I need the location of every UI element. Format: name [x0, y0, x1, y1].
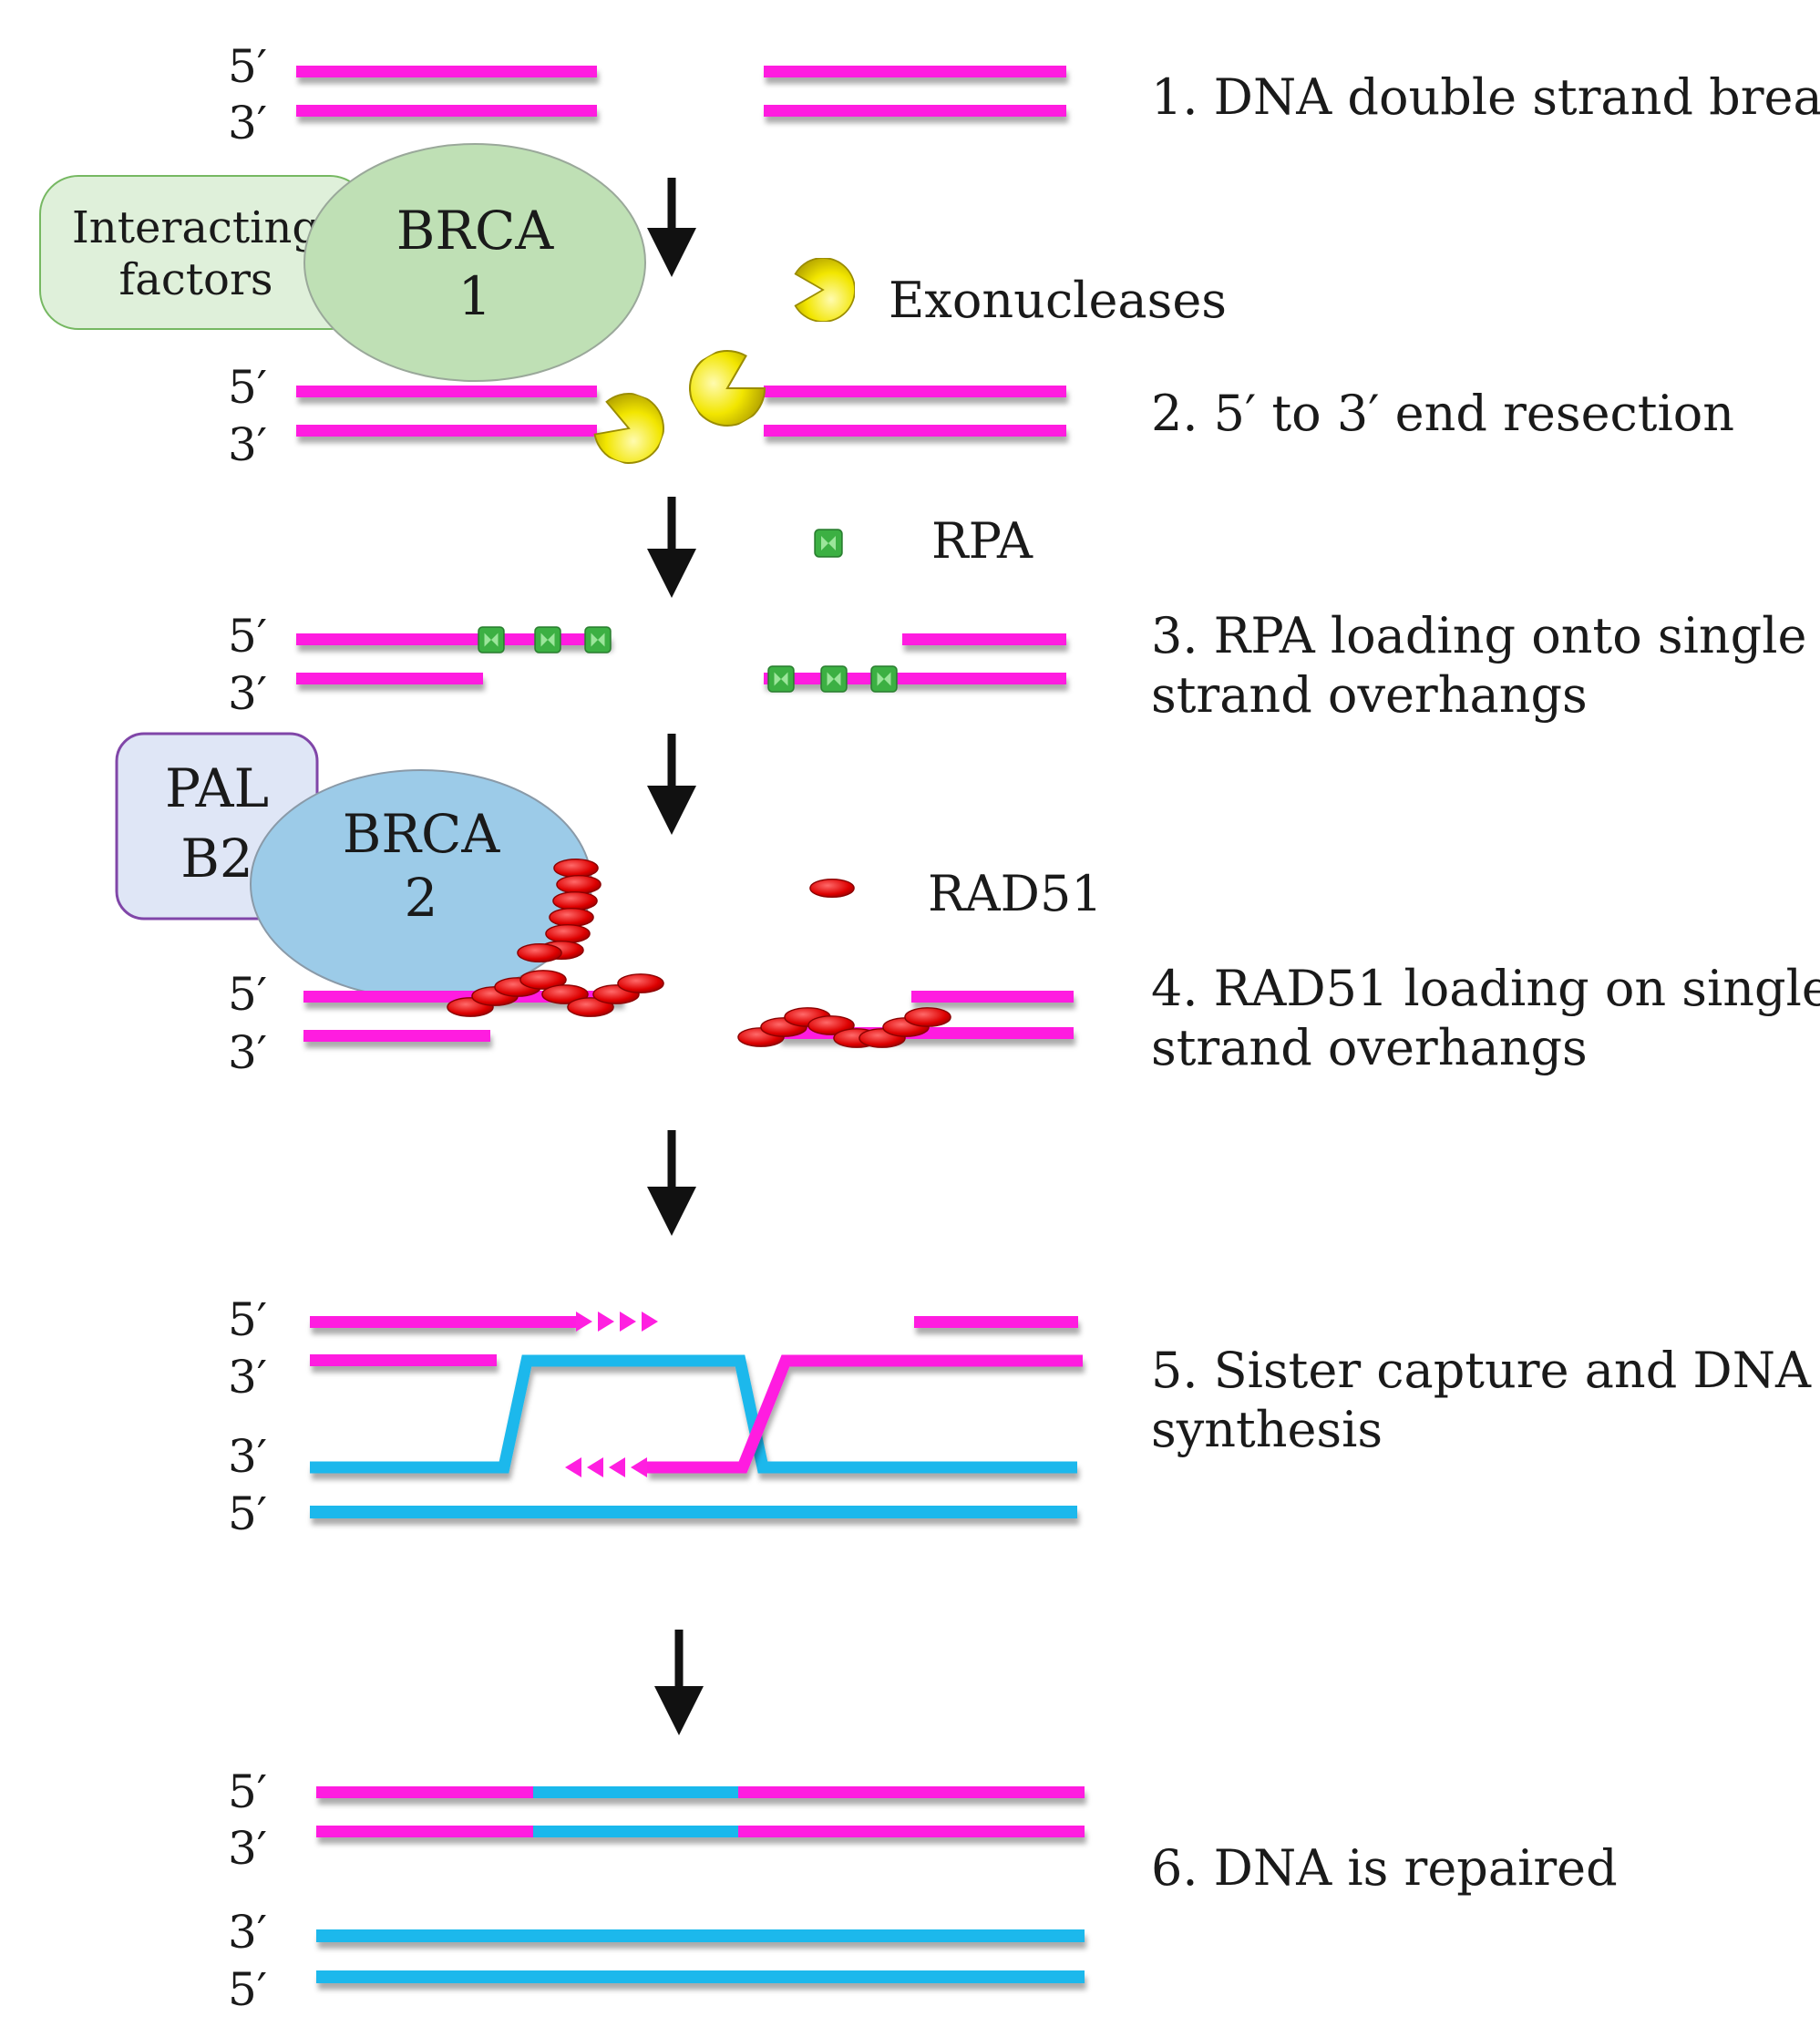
strand-3prime-left — [303, 1030, 490, 1042]
strand-5prime-left-overhang — [296, 633, 611, 645]
step-1-label: 1. DNA double strand break — [1151, 68, 1820, 126]
rpa-icon — [767, 665, 795, 693]
strand-5prime-right — [764, 66, 1066, 77]
rad51-icon — [809, 879, 855, 898]
rad51-icon — [517, 943, 562, 962]
strand-3prime-left — [296, 673, 483, 684]
rpa-icon — [478, 626, 505, 653]
sister-strand-3prime — [316, 1929, 1085, 1942]
strand-3prime-right — [764, 425, 1066, 437]
step-5-label-line2: synthesis — [1151, 1401, 1383, 1458]
legend-exonucleases: Exonucleases — [889, 272, 1227, 329]
interacting-factors-line2: factors — [118, 254, 272, 305]
end-label-3: 3′ — [228, 1351, 267, 1404]
step2-dna — [296, 386, 1066, 437]
palb2-line2: B2 — [180, 828, 253, 890]
rad51-icon — [545, 924, 591, 943]
step-4-label-line2: strand overhangs — [1151, 1019, 1588, 1076]
end-label-3: 3′ — [228, 1822, 267, 1875]
synthesis-arrowhead — [587, 1457, 603, 1477]
strand-5prime-right — [914, 1316, 1078, 1328]
step-2-label: 2. 5′ to 3′ end resection — [1151, 385, 1734, 442]
exonuclease-icon — [794, 258, 855, 322]
synthesis-arrowhead — [631, 1457, 647, 1477]
end-label-5: 5′ — [228, 40, 267, 93]
synthesis-arrowhead — [598, 1312, 614, 1332]
sister-strand-5prime — [316, 1970, 1085, 1983]
strand-3prime-right — [764, 105, 1066, 117]
rpa-icon — [870, 665, 898, 693]
repaired-patch-5prime — [533, 1786, 738, 1798]
rpa-icon — [820, 665, 848, 693]
step1-dna — [296, 66, 1066, 117]
brca1-oval — [303, 143, 646, 382]
palb2-line1: PAL — [165, 757, 269, 819]
rad51-icon — [549, 908, 594, 927]
step4-dna — [303, 970, 1074, 1048]
strand-5prime-right — [911, 991, 1074, 1003]
synthesis-arrowhead — [620, 1312, 636, 1332]
strand-3prime-right-overhang — [764, 673, 1066, 684]
synthesis-arrowhead — [642, 1312, 658, 1332]
strand-5prime-right — [902, 633, 1066, 645]
brca2-line1: BRCA — [343, 803, 501, 865]
rad51-icon — [556, 875, 602, 894]
synthesis-arrowhead — [576, 1312, 592, 1332]
end-label-5: 5′ — [228, 361, 267, 414]
step-3-label-line2: strand overhangs — [1151, 666, 1588, 724]
legend-rpa: RPA — [931, 512, 1033, 570]
step6-dna — [316, 1786, 1085, 1983]
end-label-5: 5′ — [228, 968, 267, 1021]
end-label-3: 3′ — [228, 418, 267, 471]
end-label-5: 5′ — [228, 1765, 267, 1818]
brca1-line2: 1 — [458, 265, 492, 327]
synthesis-arrowhead — [565, 1457, 581, 1477]
end-label-3: 3′ — [228, 1430, 267, 1483]
step-3-label-line1: 3. RPA loading onto single — [1151, 607, 1806, 664]
end-label-3: 3′ — [228, 97, 267, 149]
sister-strand-3prime — [310, 1354, 1077, 1474]
legend-rad51: RAD51 — [928, 865, 1103, 922]
step-6-label: 6. DNA is repaired — [1151, 1839, 1618, 1897]
brca2-line2: 2 — [405, 867, 438, 929]
rad51-icon — [617, 973, 664, 993]
end-label-3: 3′ — [228, 1026, 267, 1079]
exonuclease-right-icon — [675, 338, 776, 440]
step-4-label-line1: 4. RAD51 loading on single — [1151, 960, 1820, 1017]
strand-5prime-left — [296, 386, 597, 397]
brca1-line1: BRCA — [396, 200, 555, 262]
strand-3prime-left — [310, 1354, 497, 1366]
exonuclease-left-icon — [588, 385, 674, 473]
end-label-3: 3′ — [228, 1906, 267, 1959]
step5-dna — [310, 1312, 1083, 1518]
rpa-icon — [814, 529, 843, 558]
synthesis-arrowhead — [609, 1457, 625, 1477]
rad51-icon — [553, 859, 599, 878]
strand-3prime-left — [296, 105, 597, 117]
rad51-icon — [552, 891, 598, 910]
end-label-5: 5′ — [228, 1293, 267, 1346]
end-label-5: 5′ — [228, 610, 267, 663]
end-label-3: 3′ — [228, 667, 267, 720]
rpa-icon — [584, 626, 612, 653]
rpa-icon — [534, 626, 561, 653]
end-label-5: 5′ — [228, 1963, 267, 2016]
strand-3prime-left — [296, 425, 597, 437]
step3-dna — [296, 626, 1066, 693]
end-label-5: 5′ — [228, 1487, 267, 1540]
strand-5prime-left — [296, 66, 597, 77]
strand-5prime-left-extending — [310, 1316, 576, 1328]
repaired-patch-3prime — [533, 1826, 738, 1837]
step-5-label-line1: 5. Sister capture and DNA — [1151, 1342, 1812, 1399]
strand-5prime-right — [764, 386, 1066, 397]
strand-3prime-right-invading — [647, 1354, 1083, 1474]
interacting-factors-line1: Interacting — [72, 202, 320, 253]
rad51-icon — [904, 1007, 951, 1027]
sister-strand-5prime — [310, 1506, 1077, 1518]
